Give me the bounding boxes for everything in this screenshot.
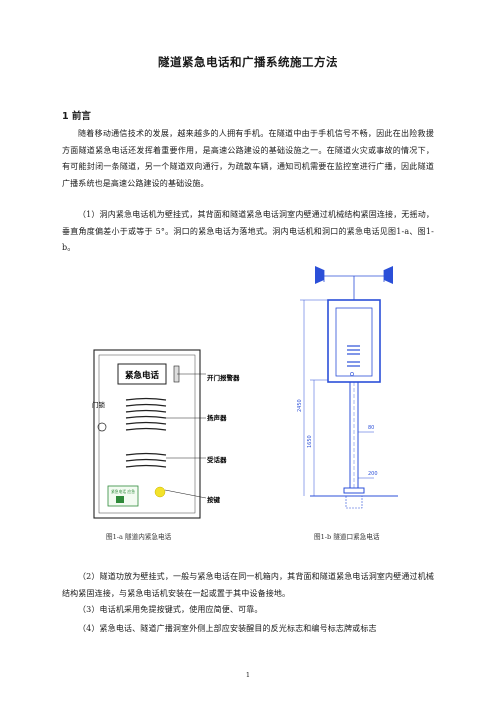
figure-1b-tunnel-entrance-phone-drawing: 2450 1650 80 200 [297, 266, 398, 509]
paragraph-item-3: （3）电话机采用免提按键式，使用应简便、可靠。 [78, 605, 263, 614]
svg-text:紧急电话 应急: 紧急电话 应急 [111, 489, 135, 494]
figure-1a-caption: 图1-a 隧道内紧急电话 [106, 533, 172, 541]
page-number: 1 [245, 671, 251, 679]
dimension-pole-height: 1650 [307, 435, 313, 448]
paragraph-item-4: （4）紧急电话、隧道广播洞室外侧上部应安装醒目的反光标志和编号标志牌或标志 [78, 624, 377, 633]
receiver-grille [125, 452, 167, 468]
lock-icon [97, 422, 107, 432]
paragraph-item-2: （2）隧道功放为壁挂式，一般与紧急电话在同一机箱内，其背面和隧道紧急电话洞室内壁… [62, 572, 434, 598]
section-heading: 1 前言 [62, 111, 91, 122]
callout-speaker: 扬声器 [207, 413, 227, 422]
speaker-grille [125, 397, 167, 431]
dimension-base: 200 [368, 471, 378, 477]
paragraph-intro: 随着移动通信技术的发展，越来越多的人拥有手机。在隧道中由于手机信号不畅，因此在出… [62, 129, 434, 188]
callout-button: 按键 [207, 495, 221, 504]
figure-1a-wall-phone-drawing: 紧急电话 门锁 紧急电话 应急 开门报警器 扬声器 受话器 按键 [92, 349, 240, 519]
dimension-total-height: 2450 [297, 399, 303, 412]
dimension-pole-width: 80 [368, 425, 374, 431]
lock-label: 门锁 [92, 400, 106, 409]
call-button-icon [154, 486, 166, 498]
document-title: 隧道紧急电话和广播系统施工方法 [158, 55, 338, 69]
paragraph-item-1: （1）洞内紧急电话机为壁挂式，其背面和隧道紧急电话洞室内壁通过机械结构紧固连接，… [62, 210, 434, 252]
callout-receiver: 受话器 [207, 455, 227, 464]
panel-title: 紧急电话 [125, 370, 160, 381]
callout-door-alarm: 开门报警器 [207, 373, 240, 382]
figure-1b-caption: 图1-b 隧道口紧急电话 [314, 533, 380, 541]
